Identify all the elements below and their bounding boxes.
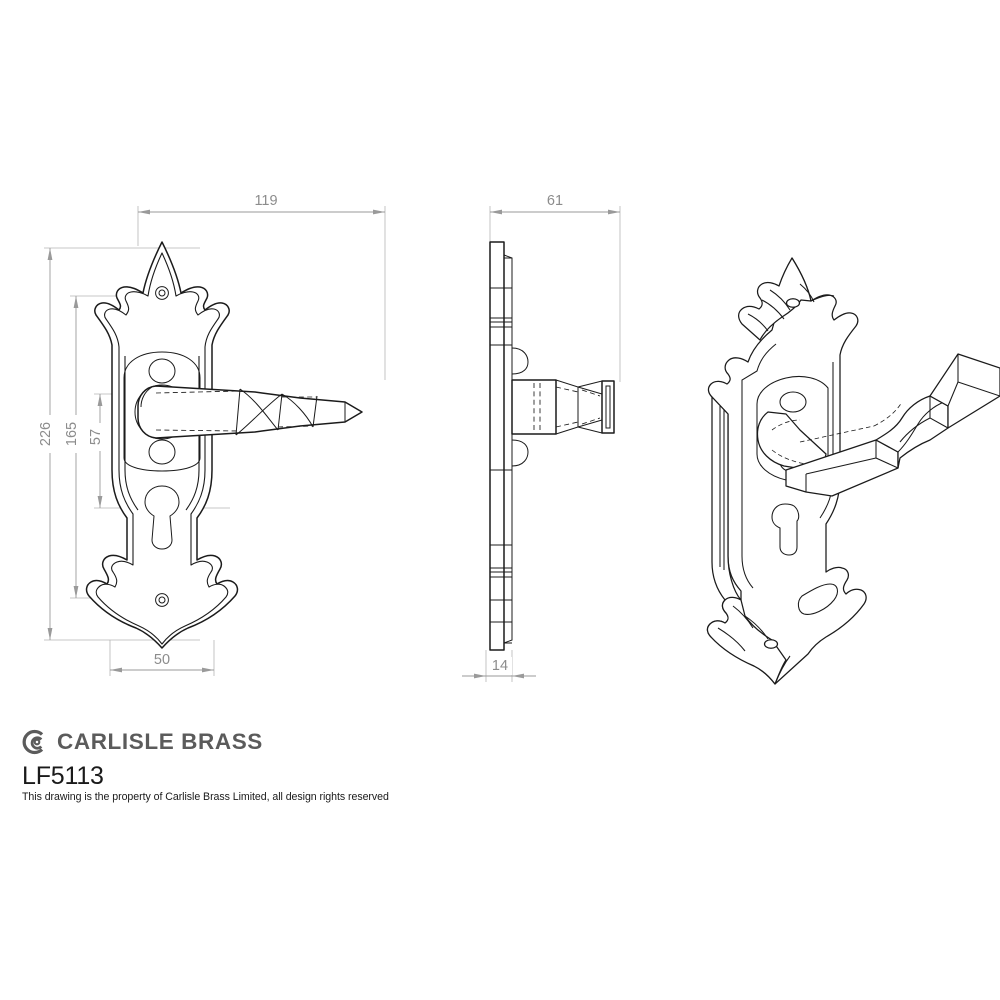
dimension-50-label: 50 [154,652,170,668]
bottom-fixing-hole [155,593,169,607]
euro-keyhole [144,485,180,550]
iso-top-fixing-hole [785,298,801,308]
dimension-57: 57 [88,394,108,508]
side-view: 61 14 [462,192,621,682]
backplate-side [489,241,529,651]
rose-hole-lower [148,439,176,465]
front-view: 119 226 165 [38,192,386,676]
dimension-165-label: 165 [64,422,80,446]
dimension-165: 165 [64,296,84,598]
dimension-119: 119 [138,192,385,215]
dimension-61-label: 61 [547,193,563,209]
iso-bottom-fixing-hole [763,639,779,649]
brand-row: CARLISLE BRASS [22,728,542,756]
isometric-view [706,257,1000,685]
dimension-14: 14 [462,657,536,679]
dimension-50: 50 [110,651,214,673]
backplate-front [85,241,239,649]
lever-handle-front [134,384,363,440]
rights-statement: This drawing is the property of Carlisle… [22,791,389,803]
dimension-14-label: 14 [492,658,508,674]
carlisle-brass-c-logo-icon [22,729,44,755]
iso-euro-keyhole [771,503,800,556]
dimension-61: 61 [490,192,620,215]
iso-rose-hole-upper [779,391,807,413]
rose-hole-upper [148,358,176,384]
dimension-226-label: 226 [38,422,54,446]
dimension-57-label: 57 [88,429,104,445]
lever-handle-iso [756,353,1000,497]
title-block: CARLISLE BRASS LF5113 This drawing is th… [22,728,542,803]
top-fixing-hole [155,286,169,300]
brand-name: CARLISLE BRASS [57,728,263,754]
lever-handle-side [511,379,615,435]
dimension-119-label: 119 [254,193,277,209]
side-view-extension-lines [485,206,621,682]
part-code: LF5113 [22,762,104,790]
rose-pad [123,351,201,472]
dimension-226: 226 [38,248,58,640]
